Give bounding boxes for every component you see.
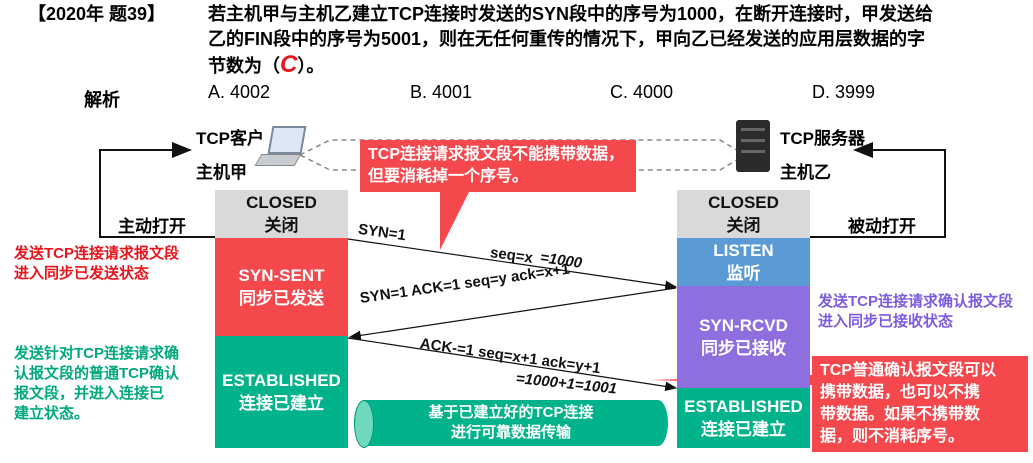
option-b: B. 4001 (410, 82, 473, 102)
state-zh: 监听 (726, 264, 761, 283)
option-a: A. 4002 (208, 82, 271, 102)
question-line-1: 若主机甲与主机乙建立TCP连接时发送的SYN段中的序号为1000，在断开连接时，… (208, 4, 934, 24)
question-line-3: 节数为（ (208, 56, 280, 76)
note-syn-sent: 发送TCP连接请求报文段 进入同步已发送状态 (14, 245, 180, 282)
question-line-2: 乙的FIN段中的序号为5001，则在无任何重传的情况下，甲向乙已经发送的应用层数… (208, 29, 926, 49)
state-zh: 连接已建立 (239, 394, 324, 413)
state-en: SYN-SENT (238, 266, 325, 285)
state-en: ESTABLISHED (684, 397, 803, 416)
question-tag: 【2020年 题39】 (28, 4, 166, 24)
state-zh: 关闭 (264, 216, 299, 235)
server-host: 主机乙 (780, 163, 831, 182)
client-state-closed: CLOSED 关闭 (215, 190, 348, 238)
option-c: C. 4000 (610, 82, 674, 102)
note-syn-rcvd: 发送TCP连接请求确认报文段 进入同步已接收状态 (818, 293, 1014, 330)
client-title: TCP客户 (196, 129, 264, 148)
server-state-syn-rcvd: SYN-RCVD 同步已接收 (677, 286, 810, 388)
analysis-label: 解析 (84, 90, 120, 110)
state-zh: 关闭 (726, 216, 761, 235)
state-zh: 同步已发送 (239, 289, 324, 308)
callout-ack-data: TCP普通确认报文段可以 携带数据，也可以不携 带数据。如果不携带数 据，则不消… (812, 356, 1028, 452)
server-title: TCP服务器 (780, 129, 865, 148)
client-state-established: ESTABLISHED 连接已建立 (215, 336, 348, 448)
client-state-syn-sent: SYN-SENT 同步已发送 (215, 238, 348, 336)
note-established: 发送针对TCP连接请求确 认报文段的普通TCP确认 报文段，并进入连接已 建立状… (14, 345, 180, 422)
answer: C (280, 51, 298, 78)
state-zh: 连接已建立 (701, 420, 786, 439)
client-host: 主机甲 (196, 163, 247, 182)
state-zh: 同步已接收 (701, 339, 786, 358)
state-en: CLOSED (246, 193, 317, 212)
data-transfer-pipe: 基于已建立好的TCP连接 进行可靠数据传输 (354, 400, 668, 446)
server-state-listen: LISTEN 监听 (677, 238, 810, 286)
server-state-closed: CLOSED 关闭 (677, 190, 810, 238)
option-d: D. 3999 (812, 82, 876, 102)
server-icon (736, 120, 770, 172)
client-active-open: 主动打开 (118, 217, 186, 236)
state-en: ESTABLISHED (222, 371, 341, 390)
laptop-icon (254, 124, 307, 174)
pipe-end (354, 400, 374, 448)
state-en: SYN-RCVD (699, 316, 788, 335)
server-state-established: ESTABLISHED 连接已建立 (677, 388, 810, 448)
server-passive-open: 被动打开 (848, 217, 916, 236)
question-line-3-end: ）。 (297, 56, 325, 76)
callout-syn-no-data: TCP连接请求报文段不能携带数据， 但要消耗掉一个序号。 (360, 140, 636, 192)
state-en: CLOSED (708, 193, 779, 212)
state-en: LISTEN (713, 241, 774, 260)
